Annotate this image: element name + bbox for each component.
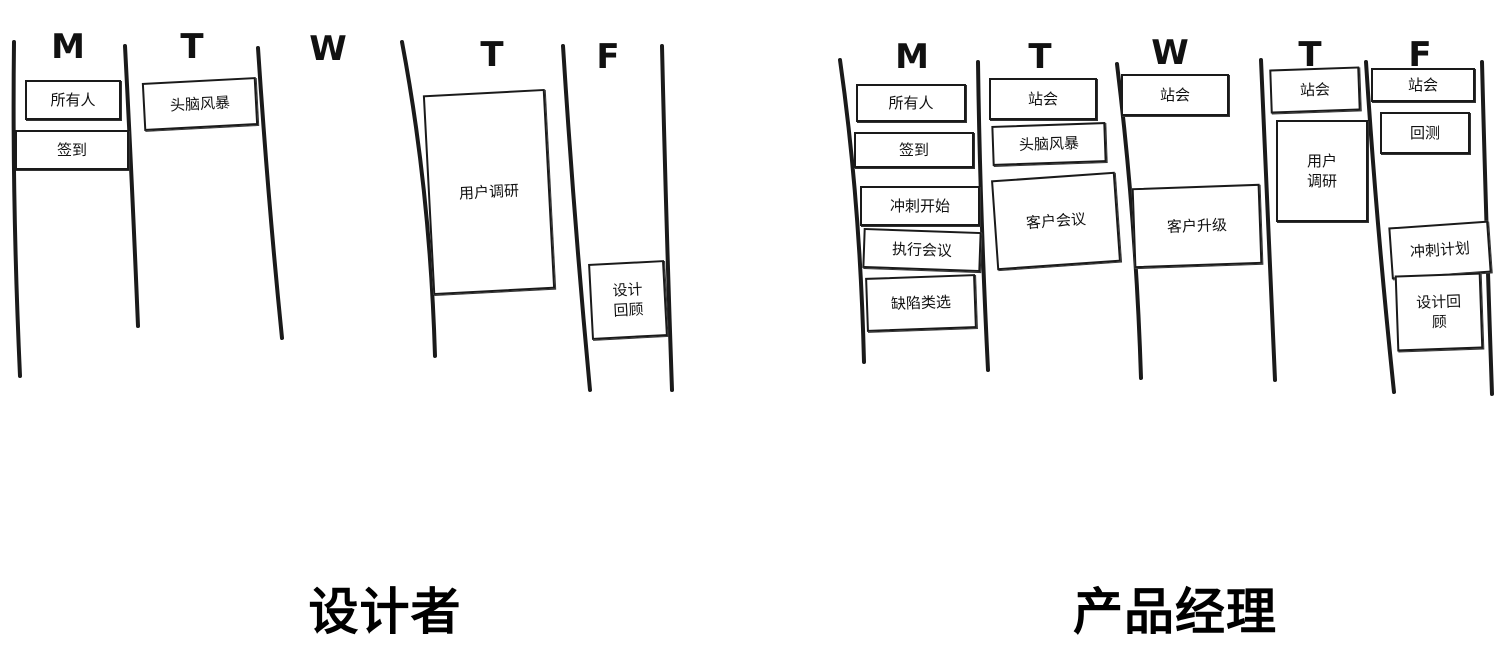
designer-line-5 <box>561 44 592 392</box>
pm-card-standup-tue: 站会 <box>989 78 1097 120</box>
designer-day-wed: W <box>309 29 347 69</box>
pm-card-design-review: 设计回 顾 <box>1394 272 1484 352</box>
designer-card-checkin: 签到 <box>15 130 129 170</box>
pm-card-sprint-plan: 冲刺计划 <box>1388 220 1492 280</box>
pm-day-thu: T <box>1298 35 1322 75</box>
designer-line-4 <box>400 40 437 358</box>
pm-card-standup-wed: 站会 <box>1121 74 1229 116</box>
pm-card-standup-thu: 站会 <box>1269 66 1361 114</box>
designer-day-thu: T <box>480 35 504 75</box>
pm-line-5 <box>1364 60 1396 394</box>
designer-card-user-research: 用户调研 <box>422 88 556 296</box>
designer-line-6 <box>660 44 674 392</box>
pm-card-brainstorm: 头脑风暴 <box>991 122 1107 166</box>
designer-card-all-hands: 所有人 <box>25 80 121 120</box>
designer-line-3 <box>256 46 284 340</box>
designer-day-tue: T <box>180 27 204 67</box>
designer-day-mon: M <box>51 27 85 67</box>
pm-card-retro: 回测 <box>1380 112 1470 154</box>
pm-caption: 产品经理 <box>1073 583 1277 641</box>
pm-day-tue: T <box>1028 37 1052 77</box>
designer-card-design-review: 设计 回顾 <box>588 260 668 340</box>
pm-card-standup-fri: 站会 <box>1371 68 1475 102</box>
pm-card-exec-meeting: 执行会议 <box>862 227 982 273</box>
designer-card-brainstorm: 头脑风暴 <box>141 77 259 131</box>
pm-line-2 <box>976 60 990 372</box>
pm-line-1 <box>838 58 866 364</box>
pm-card-all-hands: 所有人 <box>856 84 966 122</box>
pm-card-sprint-start: 冲刺开始 <box>860 186 980 226</box>
pm-day-fri: F <box>1408 35 1432 75</box>
pm-line-4 <box>1259 58 1277 382</box>
pm-card-client-upgrade: 客户升级 <box>1131 183 1263 269</box>
designer-day-fri: F <box>596 37 620 77</box>
pm-card-client-meeting: 客户会议 <box>991 171 1121 271</box>
pm-day-wed: W <box>1151 33 1189 73</box>
pm-day-mon: M <box>895 37 929 77</box>
pm-card-checkin: 签到 <box>854 132 974 168</box>
designer-line-2 <box>123 44 140 328</box>
pm-card-user-research: 用户 调研 <box>1276 120 1368 222</box>
designer-caption: 设计者 <box>308 583 462 641</box>
designer-line-1 <box>11 40 22 378</box>
pm-card-bug-triage: 缺陷类选 <box>865 274 977 332</box>
